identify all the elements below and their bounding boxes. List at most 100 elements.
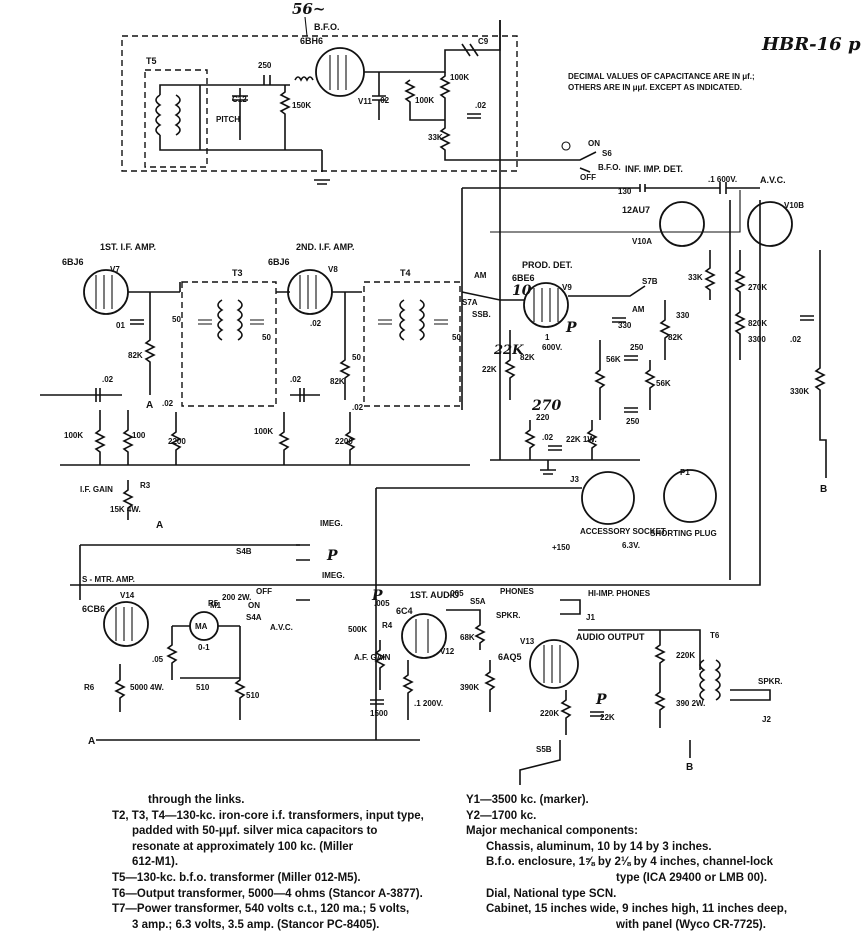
- prod-det-tube-type: 6BE6: [512, 273, 535, 283]
- r4-pot: [374, 640, 386, 690]
- note-left-7: T7—Power transformer, 540 volts c.t., 12…: [112, 903, 410, 916]
- if1-res-100-label: 100: [132, 431, 146, 440]
- audio-out-plate: [578, 629, 701, 670]
- bfo-cap-02-b: .02: [475, 101, 487, 110]
- shorting-plug-label: SHORTING PLUG: [650, 529, 717, 538]
- spkr-label: SPKR.: [758, 677, 782, 686]
- prod-det-res-22k: 22K: [482, 365, 497, 374]
- s6-label: S6: [602, 149, 612, 158]
- audio1-tube-grids: [415, 619, 429, 653]
- avc-cap-3300-label: 3300: [748, 335, 766, 344]
- prod-det-res-56k-b-symbol: [644, 360, 656, 410]
- interconnects: [179, 20, 731, 740]
- prod-det-res-82k: 82K: [520, 353, 535, 362]
- note-right-4: B.f.o. enclosure, 1⅝ by 2⅛ by 4 inches, …: [486, 856, 773, 869]
- prod-det-tube: [523, 282, 569, 328]
- note-right-5: type (ICA 29400 or LMB 00).: [616, 871, 768, 884]
- bfo-cap-02-a-symbol: [372, 72, 386, 120]
- avc-res-820k-label: 820K: [748, 319, 767, 328]
- t5-coil-1: [155, 94, 162, 136]
- t4-cap-50-a: 50: [352, 353, 361, 362]
- s7a-ssb-label: SSB.: [472, 310, 491, 319]
- avc-res-820k: [734, 300, 746, 360]
- p1-label: P1: [680, 468, 690, 477]
- avc-cap-02: [800, 315, 814, 321]
- prod-det-tube-grids: [533, 288, 559, 322]
- if2-tube-type: 6BJ6: [268, 257, 290, 267]
- prod-det-res-22k-1w: 22K 1W.: [566, 435, 597, 444]
- prod-det-tube-ref: V9: [562, 283, 572, 292]
- audio-out-cap-symbol: [590, 711, 604, 717]
- socket-plus150: +150: [552, 543, 571, 552]
- res-510-a-label: .05: [152, 655, 164, 664]
- r6-value: 5000 4W.: [130, 683, 164, 692]
- t6-label: T6: [710, 631, 720, 640]
- cap-1-600v: .1 600V.: [708, 175, 737, 184]
- prod-det-cap-330-symbol: [612, 317, 626, 323]
- if1-res-82k-symbol: [144, 292, 156, 395]
- accessory-socket-label: ACCESSORY SOCKET: [580, 527, 666, 536]
- imeg-b: IMEG.: [322, 571, 345, 580]
- s4-off-label: OFF: [256, 587, 272, 596]
- if1-tube-type: 6BJ6: [62, 257, 84, 267]
- t4-enclosure: [363, 281, 461, 407]
- if2-res-2200-label: 2200: [335, 437, 353, 446]
- bfo-cap-250-symbol: [263, 75, 271, 85]
- capacitance-note-line-2: OTHERS ARE IN μμf. EXCEPT AS INDICATED.: [568, 83, 742, 92]
- s5a-label: S5A: [470, 597, 486, 606]
- audio1-tube-type: 6C4: [396, 606, 413, 616]
- t3-res-2200-label: 2200: [168, 437, 186, 446]
- t6-coils: [699, 659, 721, 701]
- bfo-res-100k-a: 100K: [450, 73, 469, 82]
- if1-cap-02: .02: [102, 375, 114, 384]
- prod-det-cap-600v: 600V.: [542, 343, 562, 352]
- smeter-tube-grids: [115, 607, 133, 641]
- if1-cap-01-symbol: [130, 319, 144, 325]
- t4-label: T4: [400, 268, 411, 278]
- if1-node-a: A: [146, 400, 153, 411]
- handwritten-10: 10: [512, 283, 532, 299]
- t3-coil-1: [217, 299, 224, 341]
- if1-res-100k-label: 100K: [64, 431, 83, 440]
- smeter-tube-type: 6CB6: [82, 604, 105, 614]
- c12-capacitor: [232, 88, 248, 140]
- prod-det-res-82k-b-symbol: [659, 300, 671, 360]
- parts-notes-left: through the links. T2, T3, T4—130-kc. ir…: [112, 793, 424, 933]
- prod-det-cap-330-b: 330: [676, 311, 690, 320]
- if1-tube: [83, 269, 129, 315]
- det-tube-ref: V10A: [632, 237, 652, 246]
- if-gain-node-a: A: [156, 520, 163, 531]
- prod-det-ground: [540, 460, 556, 475]
- s4b-label: S4B: [236, 547, 252, 556]
- avc-res-330k-label: 330K: [790, 387, 809, 396]
- r3-pot: [122, 480, 134, 520]
- s6-on-label: ON: [588, 139, 600, 148]
- t3-label: T3: [232, 268, 243, 278]
- audio-out-res-390-symbol: [560, 690, 572, 735]
- t5-coil-2: [174, 94, 181, 136]
- t4-coil-1: [399, 299, 406, 341]
- bfo-cap-02-b-symbol: [467, 113, 481, 119]
- audio-out-res-390: 220K: [540, 709, 559, 718]
- det-tube: [659, 201, 705, 247]
- if1-res-100k: [94, 410, 106, 465]
- handwritten-p2: P: [326, 548, 338, 564]
- smeter-tube: [103, 601, 149, 647]
- bfo-tube-grids: [329, 55, 347, 90]
- note-left-0: through the links.: [148, 794, 245, 806]
- det-link: [490, 190, 741, 233]
- prod-det-cap-02-symbol: [548, 445, 562, 451]
- bfo-res-100k-b: 100K: [415, 96, 434, 105]
- bfo-ground: [314, 150, 330, 185]
- audio1-cap-005-b: .005: [448, 589, 464, 598]
- handwritten-22k: 22K: [493, 343, 524, 358]
- prod-det-res-220: 220: [536, 413, 550, 422]
- audio-out-res-22k: 390 2W.: [676, 699, 705, 708]
- res-56k-2w-label: 510: [246, 691, 260, 700]
- if1-res-100: [122, 410, 134, 465]
- if1-res-82k: 82K: [128, 351, 143, 360]
- t3-cap-50-a: 50: [172, 315, 181, 324]
- if2-res-82k-label: 82K: [330, 377, 345, 386]
- prod-det-res-22k-1w-symbol: [586, 420, 598, 460]
- note-left-6: T6—Output transformer, 5000—4 ohms (Stan…: [112, 887, 423, 900]
